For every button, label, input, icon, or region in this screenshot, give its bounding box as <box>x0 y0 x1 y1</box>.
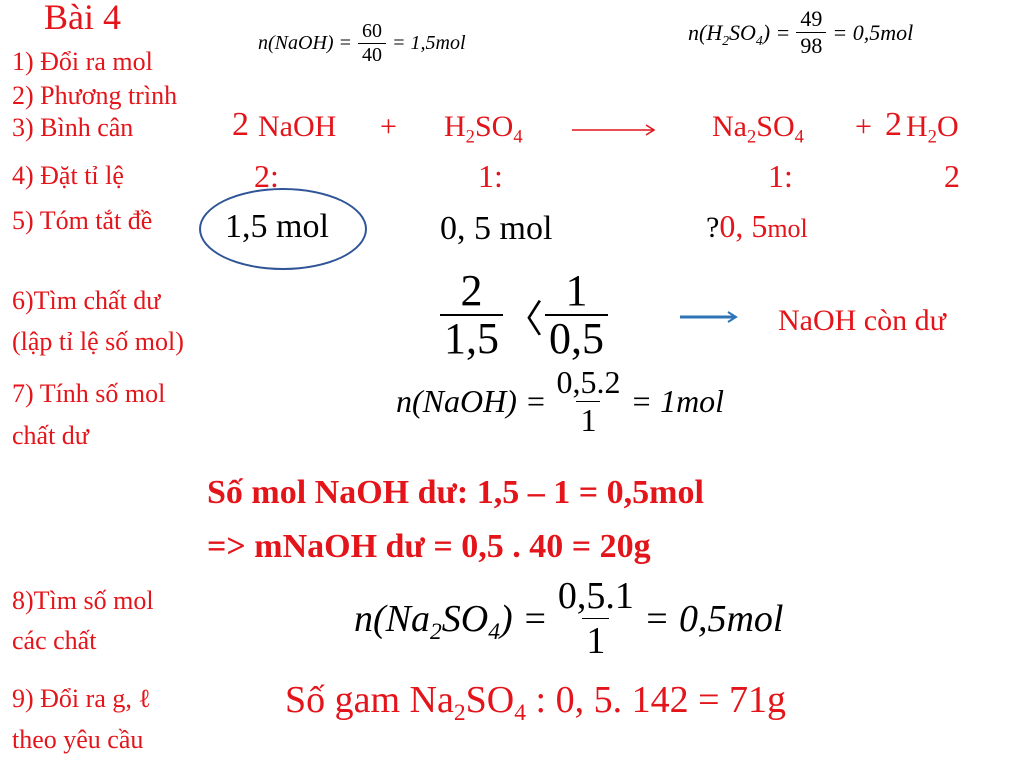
ratio-h2so4: 1: <box>478 158 503 194</box>
slide-title: Bài 4 <box>44 0 121 37</box>
product-na2so4: Na2SO4 <box>712 110 804 146</box>
step-1: 1) Đổi ra mol <box>12 47 153 76</box>
mol-naoh-lhs: n(NaOH) = <box>258 32 353 54</box>
mass-prefix: Số gam Na <box>285 679 454 721</box>
na2so4-sub-2: 2 <box>746 126 757 148</box>
mol-h2so4-formula: n(H2SO4) = 49 98 = 0,5mol <box>688 6 913 59</box>
plus-sign-1: + <box>380 110 397 143</box>
mass-na2so4-line: Số gam Na2SO4 : 0, 5. 142 = 71g <box>285 678 787 725</box>
na2so4-mol-lhs-e: ) = <box>500 597 548 640</box>
step-7-line-1: 7) Tính số mol <box>12 379 166 408</box>
compare-numerator-1: 2 <box>460 266 483 315</box>
mol-h2so4-denominator: 98 <box>796 32 827 59</box>
water-o: O <box>936 110 959 143</box>
step-4: 4) Đặt tỉ lệ <box>12 161 124 190</box>
na2so4-mol-formula: n(Na2SO4) = 0,5.1 1 = 0,5mol <box>354 574 783 663</box>
naoh-used-numerator: 0,5.2 <box>556 364 621 400</box>
unknown-mark: ? <box>706 211 720 244</box>
h2so4-sub-4: 4 <box>513 126 523 148</box>
reaction-arrow-icon <box>572 124 656 136</box>
mol-naoh-formula: n(NaOH) = 60 40 = 1,5mol <box>258 20 466 67</box>
naoh-used-fraction: 0,5.2 1 <box>552 364 624 439</box>
naoh-used-lhs: n(NaOH) = <box>396 383 547 419</box>
mass-sub-4: 4 <box>514 700 527 727</box>
water-sub-2: 2 <box>927 126 937 148</box>
na2so4-so: SO <box>756 110 795 143</box>
reactant-h2so4: H2SO4 <box>444 110 523 146</box>
naoh-used-formula: n(NaOH) = 0,5.2 1 = 1mol <box>396 364 724 439</box>
h2so4-so: SO <box>474 110 514 143</box>
na2so4-na: Na <box>712 110 747 143</box>
mol-h2so4-lhs-close: ) = <box>762 19 791 45</box>
mol-naoh-numerator: 60 <box>362 20 383 42</box>
product-water: H2O <box>906 110 959 146</box>
excess-conclusion: NaOH còn dư <box>778 304 946 337</box>
step-6-line-1: 6)Tìm chất dư <box>12 286 161 315</box>
mol-h2so4-lhs-so: SO <box>729 19 756 45</box>
na2so4-mol-lhs: n(Na2SO4) = <box>354 597 548 644</box>
ratio-na2so4: 1: <box>768 158 793 194</box>
mol-h2so4-sub-2: 2 <box>722 32 730 48</box>
compare-denominator-2: 0,5 <box>545 314 609 362</box>
step-7-line-2: chất dư <box>12 421 89 450</box>
less-than-symbol: 〈 <box>505 298 544 341</box>
step-8-line-1: 8)Tìm số mol <box>12 586 154 615</box>
step-3: 3) Bình cân <box>12 113 134 142</box>
mol-h2so4-rhs: = 0,5mol <box>832 19 914 45</box>
given-na2so4: ?0, 5mol <box>706 208 808 245</box>
mol-naoh-fraction: 60 40 <box>358 20 387 67</box>
step-9-line-1: 9) Đổi ra g, ℓ <box>12 684 151 713</box>
naoh-used-rhs: = 1mol <box>630 383 725 419</box>
step-5: 5) Tóm tắt đề <box>12 206 153 235</box>
coef-naoh: 2 <box>232 106 249 143</box>
compare-denominator-1: 1,5 <box>440 314 503 362</box>
mol-h2so4-lhs: n(H2SO4) = <box>688 19 791 48</box>
step-8-line-2: các chất <box>12 626 97 655</box>
na2so4-mol-denominator: 1 <box>582 618 610 663</box>
na2so4-mol-sub-4: 4 <box>488 618 501 645</box>
given-na2so4-value: 0, 5 <box>719 208 768 244</box>
ratio-water: 2 <box>944 158 960 194</box>
compare-fraction-1: 2 1,5 <box>440 266 503 362</box>
compare-formula: 2 1,5 〈 1 0,5 <box>440 266 609 362</box>
given-h2so4: 0, 5 mol <box>440 210 553 247</box>
h2so4-h: H <box>444 110 466 143</box>
step-9-line-2: theo yêu cầu <box>12 725 144 754</box>
mass-sub-2: 2 <box>453 700 466 727</box>
mol-naoh-rhs: = 1,5mol <box>392 32 466 54</box>
na2so4-mol-lhs-a: n(Na <box>354 597 430 640</box>
na2so4-mol-lhs-c: SO <box>441 597 489 640</box>
excess-mass-line: => mNaOH dư = 0,5 . 40 = 20g <box>207 528 651 565</box>
excess-mol-line: Số mol NaOH dư: 1,5 – 1 = 0,5mol <box>207 474 704 511</box>
plus-sign-2: + <box>855 110 872 143</box>
mol-h2so4-sub-4: 4 <box>755 32 763 48</box>
na2so4-mol-numerator: 0,5.1 <box>557 575 634 617</box>
compare-numerator-2: 1 <box>565 266 588 315</box>
coef-water: 2 <box>885 106 902 143</box>
highlight-ellipse <box>199 188 367 270</box>
mol-naoh-denominator: 40 <box>358 43 387 67</box>
result-arrow-icon <box>680 311 738 323</box>
mol-h2so4-numerator: 49 <box>800 6 823 31</box>
compare-fraction-2: 1 0,5 <box>545 266 609 362</box>
naoh-used-denominator: 1 <box>576 401 601 439</box>
mol-h2so4-fraction: 49 98 <box>796 6 827 59</box>
mol-h2so4-lhs-n: n(H <box>688 19 723 45</box>
given-naoh: 1,5 mol <box>225 208 329 245</box>
water-h: H <box>906 110 928 143</box>
na2so4-mol-sub-2: 2 <box>430 618 442 645</box>
given-na2so4-unit: mol <box>767 214 808 243</box>
na2so4-mol-fraction: 0,5.1 1 <box>554 574 638 663</box>
na2so4-mol-rhs: = 0,5mol <box>643 597 784 640</box>
mass-so: SO <box>465 679 515 721</box>
na2so4-sub-4: 4 <box>794 126 804 148</box>
step-6-line-2: (lập tỉ lệ số mol) <box>12 327 184 356</box>
mass-suffix: : 0, 5. 142 = 71g <box>526 679 787 721</box>
h2so4-sub-2: 2 <box>465 126 475 148</box>
reactant-naoh: NaOH <box>258 110 337 143</box>
step-2: 2) Phương trình <box>12 81 178 110</box>
